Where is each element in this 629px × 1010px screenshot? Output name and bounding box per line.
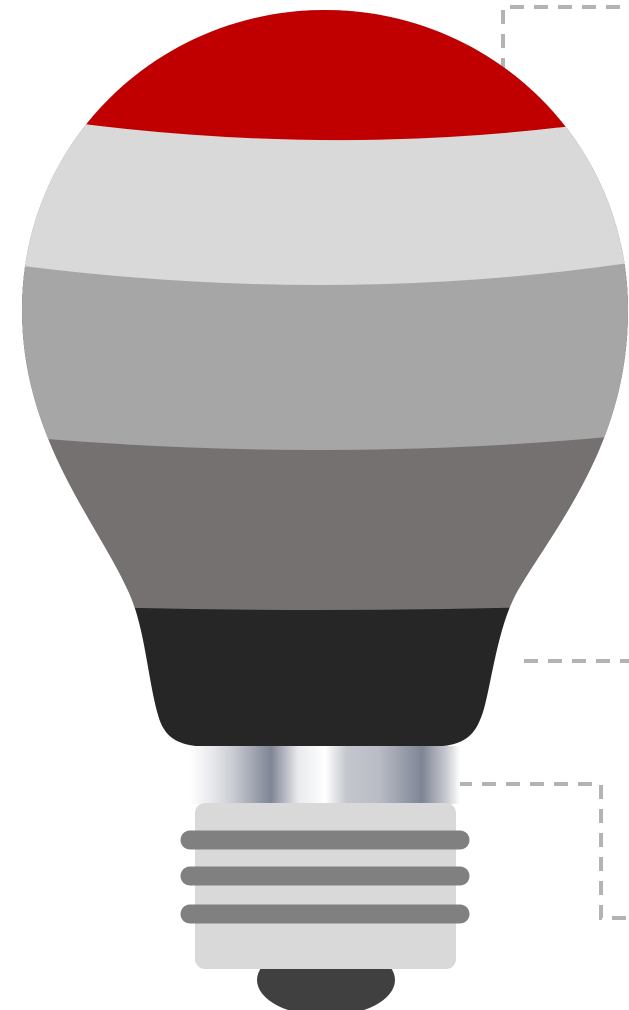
base-body xyxy=(195,803,456,969)
bulb-collar xyxy=(190,746,460,804)
bulb-glass xyxy=(0,0,629,760)
bulb-base xyxy=(190,803,460,1010)
bulb-layer-1 xyxy=(0,0,629,140)
connector-bottom xyxy=(458,784,629,918)
